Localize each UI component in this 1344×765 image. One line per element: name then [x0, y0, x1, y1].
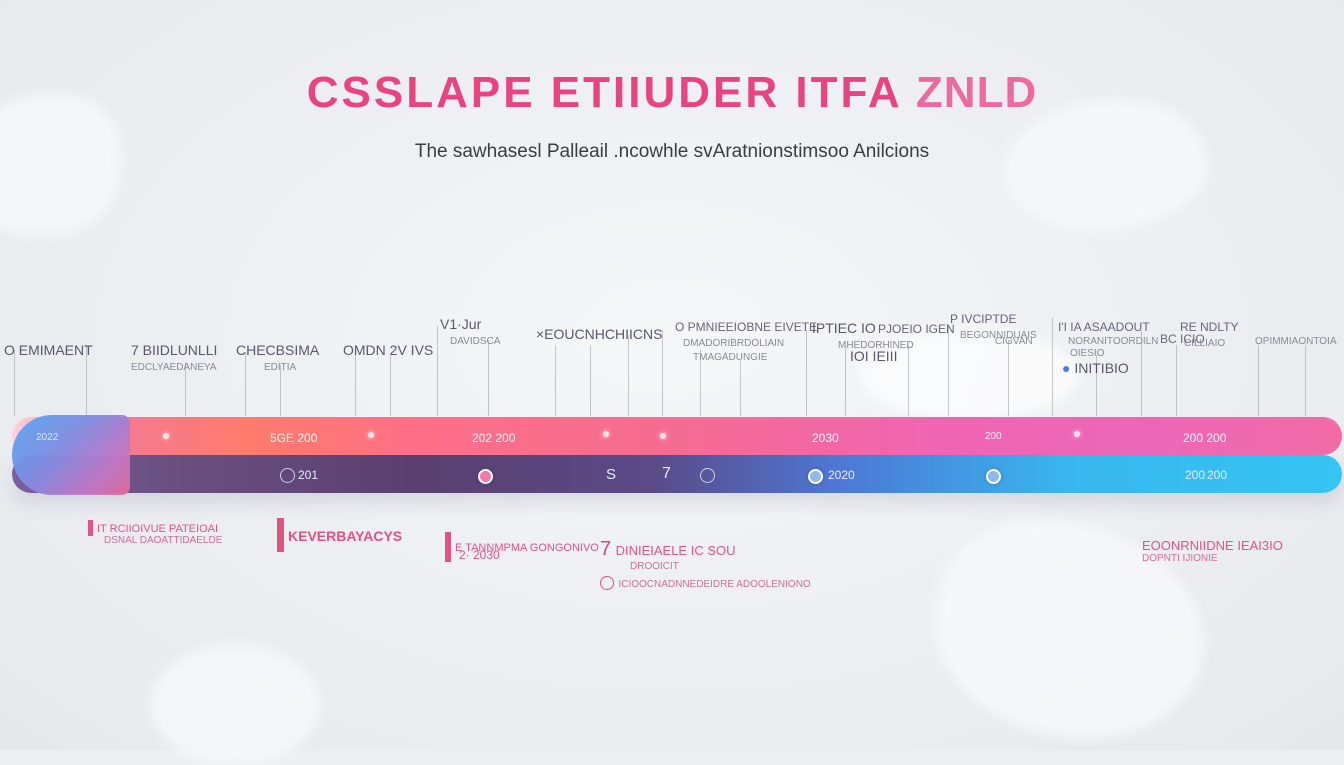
- band-year-label: 200 200: [1183, 431, 1227, 445]
- band-year-label: 200: [1207, 468, 1228, 482]
- background-cloud: [860, 330, 1080, 420]
- band-spark: [368, 432, 374, 438]
- lower-label: 7 DINIEIAELE IC SOU DROOICIT ICIOOCNADNN…: [600, 538, 811, 590]
- band-spark: [603, 431, 609, 437]
- timeline-tick: [185, 362, 186, 416]
- upper-label: IOI IEIII: [850, 348, 898, 364]
- timeline-tick: [1305, 345, 1306, 416]
- timeline-tick: [1141, 330, 1142, 416]
- title-accent: ZNLD: [902, 68, 1038, 117]
- page-title: CSSLAPE ETIIUDER ITFA ZNLD: [0, 68, 1344, 118]
- band-year-label: S: [606, 466, 617, 483]
- background-cloud: [0, 95, 120, 235]
- upper-sublabel: DAVIDSCA: [450, 336, 501, 347]
- timeline-tick: [1008, 340, 1009, 416]
- timeline-tick: [390, 355, 391, 416]
- lower-label: EOONRNIIDNE IEAI3IO DOPNTI IJIONIE: [1142, 538, 1283, 564]
- pin-icon: ●: [1062, 360, 1071, 376]
- milestone-ring-icon: [700, 468, 715, 483]
- timeline-tick: [740, 360, 741, 416]
- upper-sublabel: DMADORIBRDOLIAIN: [683, 338, 785, 349]
- upper-label: OMDN 2V IVS: [343, 342, 434, 358]
- band-year-label: 7: [662, 465, 671, 482]
- upper-sublabel: CILLIAIO: [1184, 338, 1226, 349]
- band-spark: [163, 433, 169, 439]
- band-spark: [1074, 431, 1080, 437]
- timeline-tick: [280, 365, 281, 416]
- upper-sublabel: BEGONNIDUAIS: [960, 330, 1037, 341]
- upper-sublabel: EDCLYAEDANEYA: [131, 362, 217, 373]
- upper-label: OIESIO: [1070, 348, 1105, 359]
- milestone-dot: [808, 469, 823, 484]
- timeline-tick: [14, 350, 15, 416]
- upper-label: I'I IA ASAADOUT: [1058, 320, 1150, 334]
- page-subtitle: The sawhasesl Palleail .ncowhle svAratni…: [414, 141, 930, 162]
- timeline-tick: [488, 340, 489, 416]
- band-year-label: 201: [298, 468, 319, 482]
- upper-label: CIGVAN: [995, 336, 1033, 347]
- lower-label: KEVERBAYACYS: [277, 518, 402, 552]
- band-year-label: 200: [1185, 468, 1206, 482]
- lower-label: IT RCIIOIVUE PATEIOAI DSNAL DAOATTIDAELD…: [88, 519, 222, 546]
- timeline-tick: [1052, 318, 1053, 416]
- timeline-band-top: [12, 417, 1342, 455]
- timeline-tick: [628, 335, 629, 416]
- band-spark: [660, 433, 666, 439]
- timeline-band-cap: [12, 415, 130, 495]
- background-cloud: [150, 645, 320, 765]
- band-year-label: 2020: [828, 468, 855, 482]
- timeline-tick: [908, 345, 909, 416]
- upper-label: PJOEIO IGEN: [878, 322, 955, 336]
- upper-label: ● INITIBIO: [1062, 360, 1129, 376]
- band-year-label: 200: [985, 431, 1002, 442]
- band-year-label: 2022: [36, 432, 59, 443]
- milestone-dot: [478, 469, 493, 484]
- timeline-tick: [355, 350, 356, 416]
- band-year-label: 5GE 200: [270, 431, 318, 445]
- upper-label: O EMIMAENT: [4, 342, 93, 358]
- upper-sublabel: TMAGADUNGIE: [693, 352, 768, 363]
- upper-label: NORANITOORDILN: [1068, 336, 1159, 347]
- timeline-tick: [86, 345, 87, 416]
- timeline-tick: [245, 352, 246, 416]
- timeline-tick: [806, 330, 807, 416]
- timeline-tick: [1096, 355, 1097, 416]
- milestone-dot: [986, 469, 1001, 484]
- timeline-band-bottom: [12, 455, 1342, 493]
- timeline-tick: [555, 345, 556, 416]
- timeline-tick: [845, 345, 846, 416]
- timeline-tick: [437, 326, 438, 416]
- upper-label: BC ICIO: [1160, 332, 1205, 346]
- band-year-label: 202 200: [472, 431, 516, 445]
- title-main: CSSLAPE ETIIUDER ITFA: [306, 68, 903, 117]
- band-year-label: 2030: [812, 431, 839, 445]
- timeline-tick: [948, 325, 949, 416]
- milestone-ring-icon: [600, 575, 614, 590]
- lower-label: E TANNMPMA GONGONIVO 2· 2030: [445, 532, 599, 562]
- upper-label: ×EOUCNHCHIICNS: [536, 326, 663, 342]
- milestone-ring-icon: [280, 468, 295, 483]
- upper-label: OPIMMIAONTOIA: [1255, 336, 1337, 347]
- upper-sublabel: MHEDORHINED: [838, 340, 914, 351]
- timeline-tick: [590, 345, 591, 416]
- timeline-tick: [662, 330, 663, 416]
- upper-sublabel: EDITIA: [264, 362, 297, 373]
- timeline-tick: [1176, 345, 1177, 416]
- timeline-tick: [700, 350, 701, 416]
- timeline-tick: [1258, 345, 1259, 416]
